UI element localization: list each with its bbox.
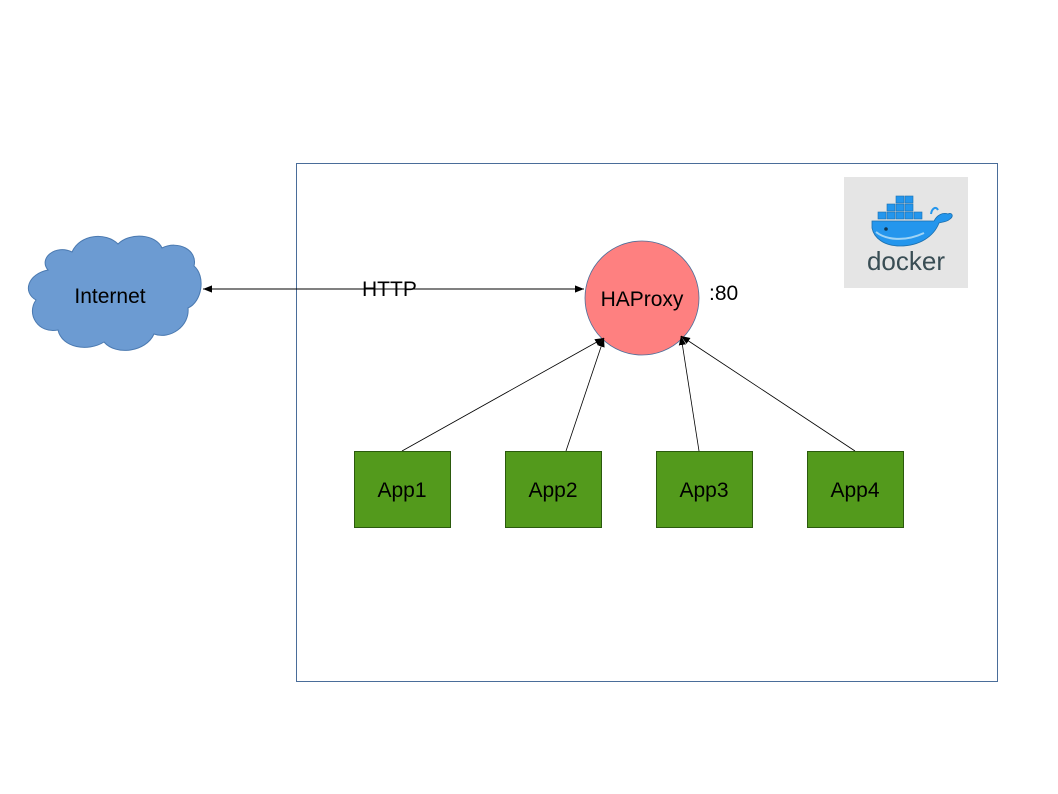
http-label: HTTP xyxy=(362,278,417,301)
app1-to-haproxy-arrow xyxy=(401,337,605,452)
internet-label: Internet xyxy=(74,285,145,308)
app4-box: App4 xyxy=(807,451,904,528)
app2-to-haproxy-arrow xyxy=(565,337,605,452)
app4-to-haproxy-arrow xyxy=(680,335,856,452)
haproxy-label: HAProxy xyxy=(601,288,684,311)
app1-label: App1 xyxy=(377,479,426,502)
internet-cloud: Internet xyxy=(27,235,202,351)
app3-to-haproxy-arrow xyxy=(678,335,700,452)
haproxy-port-label: :80 xyxy=(709,282,738,305)
app3-label: App3 xyxy=(679,479,728,502)
app2-box: App2 xyxy=(505,451,602,528)
docker-whale-icon xyxy=(871,195,953,247)
docker-logo: docker xyxy=(844,177,968,288)
app4-label: App4 xyxy=(830,479,879,502)
docker-logo-text: docker xyxy=(867,246,945,276)
app1-box: App1 xyxy=(354,451,451,528)
app3-box: App3 xyxy=(656,451,753,528)
haproxy-node xyxy=(584,240,700,356)
app2-label: App2 xyxy=(528,479,577,502)
